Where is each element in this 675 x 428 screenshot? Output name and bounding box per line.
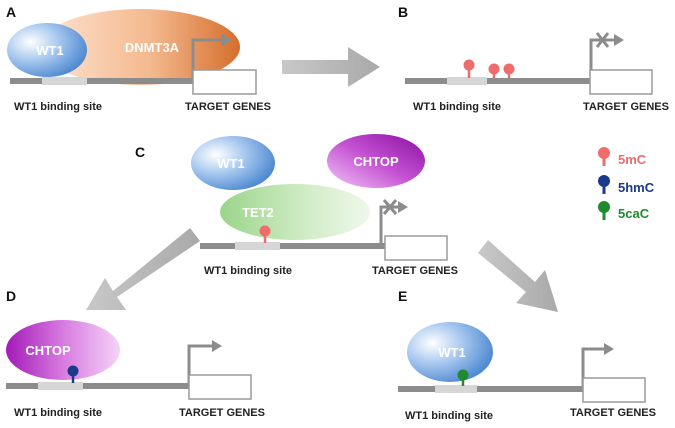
target-genes-label: TARGET GENES [583,101,669,113]
tss-arrow [191,38,222,78]
tet2-label: TET2 [242,205,274,220]
panel-c: C WT1 CHTOP TET2 WT1 binding site TARGET… [135,134,458,277]
binding-site-label: WT1 binding site [405,410,493,422]
target-genes-label: TARGET GENES [570,407,656,419]
tss-arrow-head [398,201,408,213]
tss-arrow [379,205,398,243]
blocked-x-icon [595,32,610,48]
wt1-protein [7,23,87,77]
target-gene-box [192,69,257,95]
tss-arrow [589,38,614,78]
target-gene-box [188,374,252,400]
target-gene-box [384,235,448,261]
binding-site-label: WT1 binding site [413,101,501,113]
tet2-protein [220,184,370,240]
panel-e: E WT1 WT1 binding site TARGET GENES [398,288,656,422]
blocked-x-icon [382,199,398,215]
target-genes-label: TARGET GENES [179,407,265,419]
panel-e-letter: E [398,288,407,304]
dna-strand [10,78,195,84]
panel-b: B WT1 binding site TARGET GENES [398,4,669,113]
target-genes-label: TARGET GENES [185,101,271,113]
binding-site [435,385,477,393]
arrow-c-to-e [478,240,558,312]
legend-5hmc-icon [598,175,610,194]
dna-strand [405,78,590,84]
methyl-mark-5mc [259,225,271,243]
panel-b-letter: B [398,4,408,20]
methyl-mark-5mc [488,63,500,78]
wt1-label: WT1 [438,345,465,360]
legend-5mc-icon [598,147,610,166]
wt1-protein [407,322,493,382]
methyl-mark-5mc [463,59,475,78]
methyl-mark-5cac [457,369,469,386]
dnmt3a-protein [40,9,240,85]
dnmt3a-label: DNMT3A [125,40,180,55]
binding-site [42,77,87,85]
tss-arrow [581,347,604,386]
tss-arrow-head [212,340,222,352]
wt1-label: WT1 [217,156,244,171]
arrow-a-to-b [282,47,380,87]
chtop-protein [6,320,120,380]
arrow-c-to-d [86,228,200,310]
wt1-label: WT1 [36,43,63,58]
tss-arrow-head [222,34,232,46]
binding-site [235,242,280,250]
binding-site-label: WT1 binding site [14,101,102,113]
target-genes-label: TARGET GENES [372,265,458,277]
panel-a-letter: A [6,4,16,20]
tss-arrow-head [604,343,614,355]
tss-arrow-head [614,34,624,46]
dna-strand [200,243,385,249]
target-gene-box [582,377,646,403]
dna-strand [398,386,583,392]
chtop-label: CHTOP [25,343,71,358]
legend-5cac-label: 5caC [618,206,650,221]
chtop-protein [327,134,425,188]
panel-a: A DNMT3A WT1 WT1 binding site TARGET GEN… [6,4,271,113]
binding-site-label: WT1 binding site [14,407,102,419]
methyl-mark-5hmc [67,365,79,383]
binding-site [38,382,83,390]
chtop-label: CHTOP [353,154,399,169]
legend: 5mC 5hmC 5caC [598,147,655,221]
legend-5cac-icon [598,201,610,220]
legend-5mc-label: 5mC [618,152,647,167]
panel-c-letter: C [135,144,145,160]
methyl-mark-5mc [503,63,515,78]
wt1-protein [191,136,275,190]
panel-d: D CHTOP WT1 binding site TARGET GENES [6,288,265,419]
binding-site-label: WT1 binding site [204,265,292,277]
tss-arrow [187,344,212,383]
dna-strand [6,383,191,389]
binding-site [447,77,487,85]
target-gene-box [589,69,653,95]
legend-5hmc-label: 5hmC [618,180,655,195]
panel-d-letter: D [6,288,16,304]
